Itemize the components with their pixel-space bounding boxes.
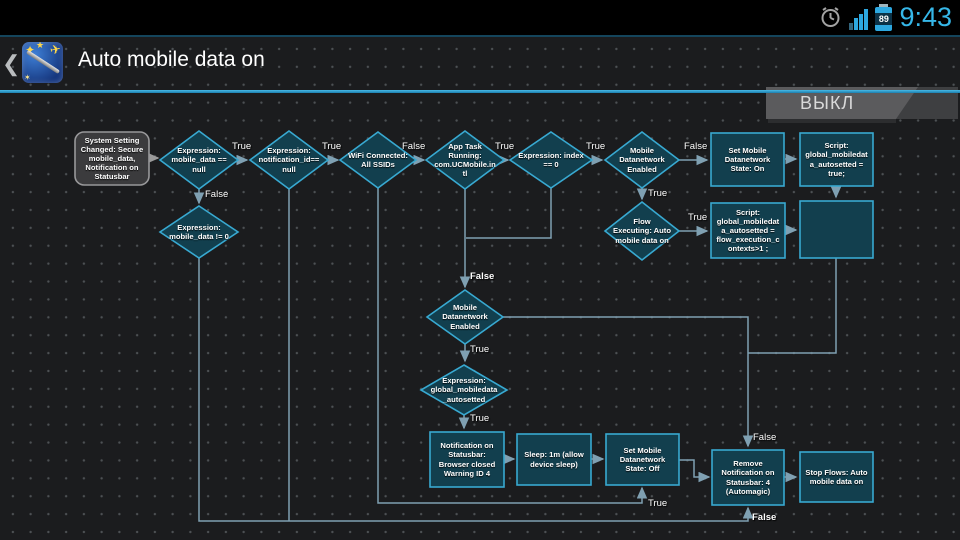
trigger-system-setting-changed[interactable] xyxy=(74,131,150,186)
flow-title: Auto mobile data on xyxy=(78,48,265,71)
battery-icon: 89 xyxy=(875,3,893,31)
sparkle-icon: ✶ xyxy=(24,73,31,82)
status-bar: 89 9:43 xyxy=(0,0,960,37)
flow-edge xyxy=(679,459,711,483)
back-chevron-icon[interactable]: ❮ xyxy=(2,51,21,76)
condition-mobile-datanetwork-enabled-top[interactable] xyxy=(603,130,681,190)
condition-expression-index-zero[interactable] xyxy=(508,131,594,189)
condition-app-task-running-ucmobile[interactable] xyxy=(424,130,506,190)
condition-flow-executing-auto-mobile-data-on[interactable] xyxy=(603,200,681,262)
alarm-icon xyxy=(821,7,840,27)
toggle-shadow xyxy=(768,119,896,123)
clock-text: 9:43 xyxy=(899,2,952,32)
action-remove-notification-statusbar[interactable] xyxy=(711,449,785,506)
condition-expression-global-autosetted[interactable] xyxy=(419,364,509,416)
action-empty-box[interactable] xyxy=(799,200,874,259)
condition-mobile-datanetwork-enabled-mid[interactable] xyxy=(425,289,505,345)
action-script-autosetted-true[interactable] xyxy=(799,132,874,187)
action-script-autosetted-flow-contexts[interactable] xyxy=(710,202,786,259)
condition-expression-mobile-data-not-zero[interactable] xyxy=(158,205,240,259)
condition-expression-mobile-data-null[interactable] xyxy=(158,130,240,190)
flow-edge xyxy=(503,316,754,448)
header-accent-divider xyxy=(0,90,960,93)
automagic-app-icon[interactable]: ✦ ✈ ✶ ★ xyxy=(22,42,63,83)
action-set-mobile-datanetwork-on[interactable] xyxy=(710,132,785,187)
condition-wifi-connected-all-ssids[interactable] xyxy=(338,131,418,189)
flow-edge xyxy=(377,188,648,504)
action-notification-statusbar-browser-closed[interactable] xyxy=(429,431,505,488)
flow-edge xyxy=(748,258,837,354)
wifi-spark-icon: ✦ xyxy=(25,43,36,57)
battery-percent: 89 xyxy=(875,12,893,25)
action-sleep-1m[interactable] xyxy=(516,433,592,486)
condition-expression-notification-id-null[interactable] xyxy=(248,130,330,190)
star-icon: ★ xyxy=(36,42,45,50)
action-stop-flows-auto-mobile-data-on[interactable] xyxy=(799,451,874,503)
action-set-mobile-datanetwork-off[interactable] xyxy=(605,433,680,486)
flow-edge xyxy=(466,188,552,239)
flow-edge xyxy=(198,258,754,522)
signal-strength-icon xyxy=(849,8,869,30)
